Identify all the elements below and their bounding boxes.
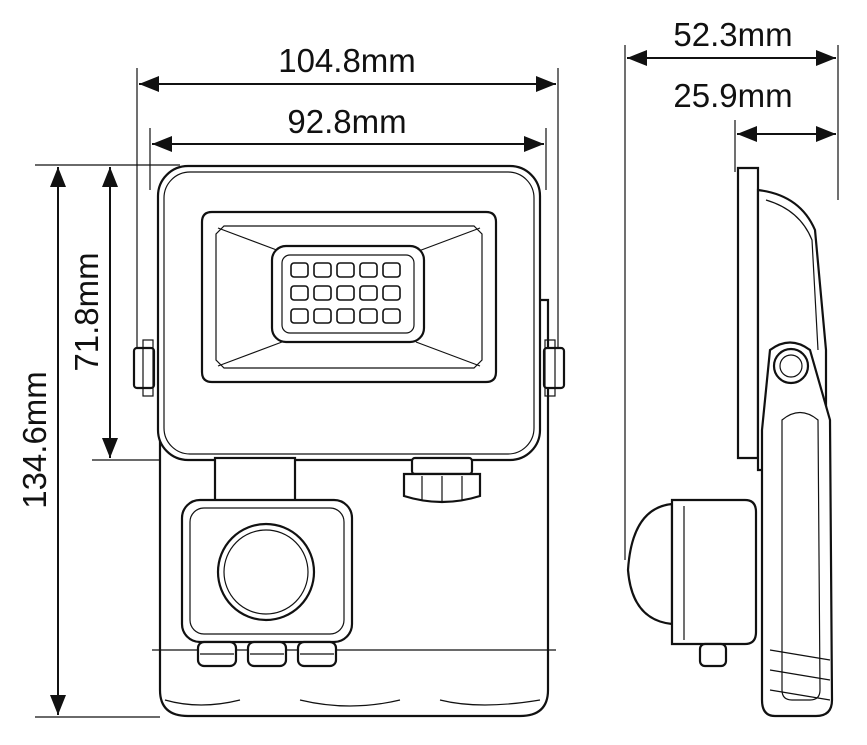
pivot-axle-right [544, 339, 556, 397]
reflector-facet-tl [217, 227, 283, 253]
sensor-adjust-knobs [196, 640, 338, 668]
led-chip [290, 262, 309, 278]
pivot-knob-left [132, 346, 156, 390]
side-pir-housing [670, 498, 758, 646]
label-overall-depth: 52.3mm [673, 16, 792, 53]
side-bracket-ribs [769, 649, 831, 701]
led-chip [359, 285, 378, 301]
led-chip [336, 262, 355, 278]
led-chip [313, 262, 332, 278]
led-chip [336, 285, 355, 301]
pir-sensor-lens-inner [223, 529, 309, 615]
label-frame-height: 71.8mm [68, 252, 105, 371]
front-view: 104.8mm 92.8mm 134.6mm 71.8mm [16, 42, 566, 718]
side-pivot-knob-inner [779, 354, 803, 378]
side-adjust-knob [698, 642, 728, 668]
side-view: 52.3mm 25.9mm [624, 16, 839, 718]
pir-sensor-lens [216, 522, 316, 622]
side-bracket [760, 341, 834, 718]
side-pivot-knob [772, 347, 810, 385]
led-chip [336, 308, 355, 324]
pir-sensor-housing-inner [189, 507, 345, 635]
label-frame-depth: 25.9mm [673, 77, 792, 114]
led-chip [313, 308, 332, 324]
label-frame-width: 92.8mm [287, 103, 406, 140]
led-chip [382, 308, 401, 324]
led-chip [290, 308, 309, 324]
led-chip [382, 285, 401, 301]
label-overall-height: 134.6mm [16, 371, 53, 509]
led-chip [359, 262, 378, 278]
led-array [290, 262, 401, 324]
cable-gland [402, 456, 482, 504]
side-pir-lens [626, 502, 674, 626]
led-chip [290, 285, 309, 301]
reflector-facet-bl [217, 341, 283, 367]
label-overall-width: 104.8mm [278, 42, 416, 79]
reflector-facet-tr [415, 227, 481, 253]
lamp-frame-inner-edge [163, 171, 535, 455]
led-board-inner [281, 254, 415, 334]
led-chip [382, 262, 401, 278]
pivot-knob-right [542, 346, 566, 390]
bracket-foot-detail [164, 699, 541, 707]
reflector-facet-br [415, 341, 481, 367]
side-housing-contour [765, 199, 819, 351]
pivot-axle-left [142, 339, 154, 397]
side-front-glass [736, 166, 760, 460]
led-chip [313, 285, 332, 301]
led-chip [359, 308, 378, 324]
